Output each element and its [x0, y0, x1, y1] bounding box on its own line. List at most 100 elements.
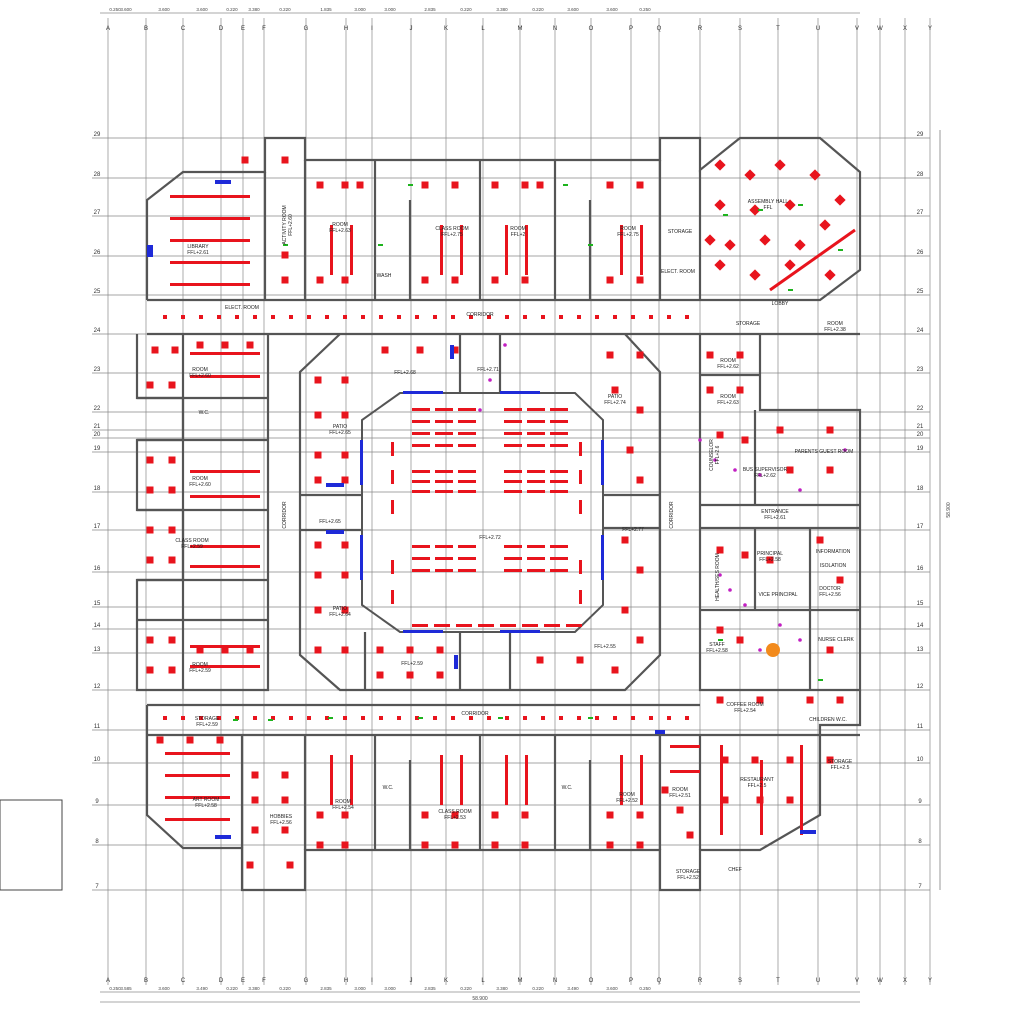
- strip-light: [550, 490, 568, 493]
- light-fixture: [631, 315, 635, 319]
- light-fixture: [606, 181, 614, 189]
- light-fixture: [381, 346, 389, 354]
- light-fixture: [577, 716, 581, 720]
- room-name: ISOLATION: [819, 563, 847, 569]
- light-fixture: [343, 716, 347, 720]
- strip-light: [350, 225, 353, 275]
- top-dim-text: 3.380: [248, 7, 260, 12]
- light-fixture: [168, 556, 176, 564]
- col-axis-label-bottom: X: [903, 978, 907, 984]
- strip-light: [579, 442, 582, 456]
- light-fixture: [451, 811, 459, 819]
- light-fixture: [577, 315, 581, 319]
- row-axis-label-right: 9: [918, 799, 922, 805]
- light-fixture: [433, 315, 437, 319]
- wall-fixture: [403, 391, 443, 394]
- room-name: LIBRARY: [187, 244, 209, 250]
- room-name: WASH: [376, 273, 392, 279]
- room-name: ART ROOM: [192, 797, 220, 803]
- strip-light: [435, 420, 453, 423]
- strip-light: [550, 569, 568, 572]
- light-fixture: [251, 796, 259, 804]
- light-fixture: [721, 756, 729, 764]
- light-fixture: [341, 376, 349, 384]
- light-fixture: [314, 376, 322, 384]
- room-ffl: FFL+2.56: [819, 592, 841, 598]
- bottom-dim-text: 2.835: [320, 986, 332, 991]
- light-fixture: [235, 716, 239, 720]
- col-axis-label-top: V: [855, 26, 859, 32]
- row-axis-label-right: 22: [917, 406, 924, 412]
- light-fixture: [806, 696, 814, 704]
- light-fixture: [606, 841, 614, 849]
- light-fixture: [146, 486, 154, 494]
- light-fixture: [246, 646, 254, 654]
- room-label-storage-ne: STORAGE: [736, 321, 760, 327]
- room-ffl: FFL+2.63: [329, 228, 351, 234]
- light-fixture: [325, 716, 329, 720]
- col-axis-label-top: W: [877, 26, 883, 32]
- light-fixture: [253, 315, 257, 319]
- light-fixture: [661, 786, 669, 794]
- light-fixture: [436, 646, 444, 654]
- strip-light: [579, 470, 582, 484]
- row-axis-label-left: 12: [94, 684, 101, 690]
- strip-light: [434, 624, 450, 627]
- green-marker: [798, 204, 803, 206]
- room-name: CORRIDOR: [466, 312, 494, 318]
- magenta-marker: [698, 438, 702, 442]
- room-ffl: FFL+2.72: [479, 535, 501, 541]
- magenta-marker: [843, 448, 847, 452]
- light-fixture: [246, 341, 254, 349]
- room-name: ROOM: [619, 792, 635, 798]
- row-axis-label-left: 25: [94, 289, 101, 295]
- strip-light: [527, 557, 545, 560]
- light-fixture: [341, 476, 349, 484]
- col-axis-label-top: Y: [928, 26, 932, 32]
- magenta-marker: [728, 588, 732, 592]
- wall-fixture: [147, 245, 153, 257]
- row-axis-label-right: 10: [917, 757, 924, 763]
- strip-light: [435, 408, 453, 411]
- light-fixture: [541, 716, 545, 720]
- light-fixture: [241, 156, 249, 164]
- light-fixture: [751, 756, 759, 764]
- room-name: ROOM: [332, 222, 348, 228]
- light-fixture: [146, 556, 154, 564]
- room-name: ROOM: [192, 662, 208, 668]
- strip-light: [190, 495, 260, 498]
- light-fixture: [611, 666, 619, 674]
- col-axis-label-bottom: V: [855, 978, 859, 984]
- col-axis-label-top: F: [262, 26, 266, 32]
- strip-light: [504, 432, 522, 435]
- light-fixture: [776, 426, 784, 434]
- top-dim-text: 3.600: [120, 7, 132, 12]
- light-fixture: [606, 351, 614, 359]
- col-axis-label-bottom: W: [877, 978, 883, 984]
- row-axis-label-left: 10: [94, 757, 101, 763]
- light-fixture: [361, 315, 365, 319]
- strip-light: [525, 225, 528, 275]
- col-axis-label-bottom: J: [410, 978, 413, 984]
- strip-light: [504, 470, 522, 473]
- row-axis-label-left: 9: [95, 799, 99, 805]
- room-name: W.C.: [198, 410, 210, 416]
- light-fixture: [361, 716, 365, 720]
- light-fixture: [736, 386, 744, 394]
- row-axis-label-left: 7: [95, 884, 99, 890]
- light-fixture: [421, 276, 429, 284]
- strip-light: [620, 225, 623, 275]
- col-axis-label-top: H: [344, 26, 348, 32]
- wall-fixture: [403, 630, 443, 633]
- magenta-marker: [733, 468, 737, 472]
- room-ffl: FFL+2.6: [715, 445, 721, 465]
- strip-light: [527, 470, 545, 473]
- light-fixture: [636, 406, 644, 414]
- row-axis-label-left: 23: [94, 367, 101, 373]
- strip-light: [412, 408, 430, 411]
- light-fixture: [343, 315, 347, 319]
- strip-light: [527, 545, 545, 548]
- light-fixture: [251, 826, 259, 834]
